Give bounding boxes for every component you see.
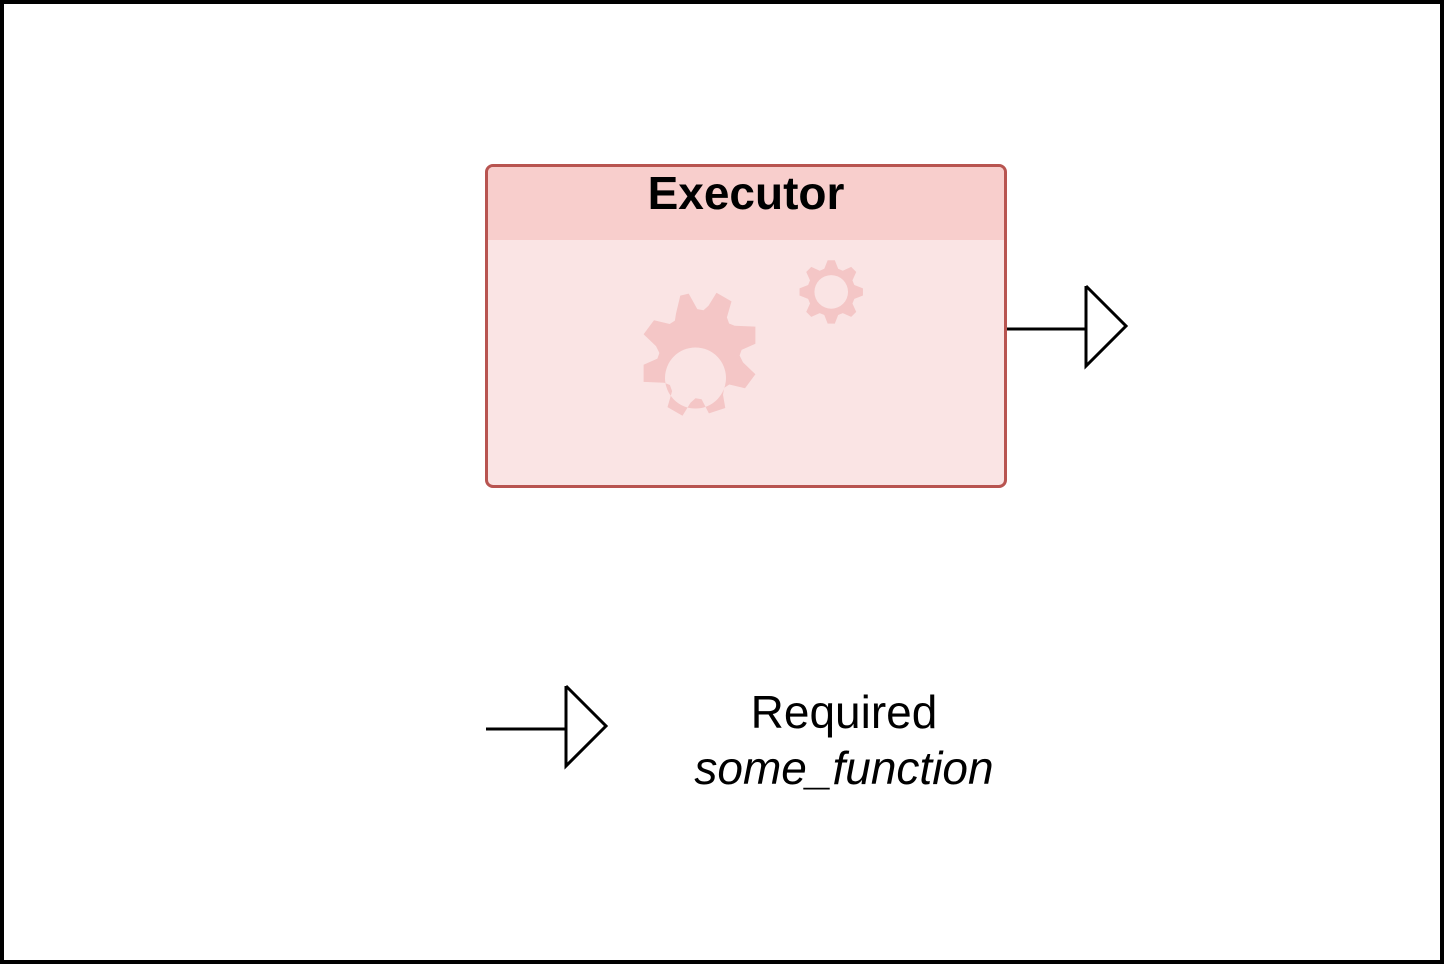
component-header (488, 167, 1004, 240)
executor-component[interactable]: Executor (485, 164, 1007, 488)
component-title: Executor (647, 167, 845, 219)
gears-icon (643, 260, 863, 416)
small-gear-icon (799, 260, 863, 324)
large-gear-icon (643, 292, 756, 416)
legend-required-arrow-icon (486, 684, 609, 770)
legend-required-label: Required (750, 686, 938, 738)
required-interface-arrow-icon[interactable] (1004, 282, 1134, 372)
legend-label: Required some_function (664, 684, 1024, 796)
legend-function-name: some_function (694, 742, 994, 794)
